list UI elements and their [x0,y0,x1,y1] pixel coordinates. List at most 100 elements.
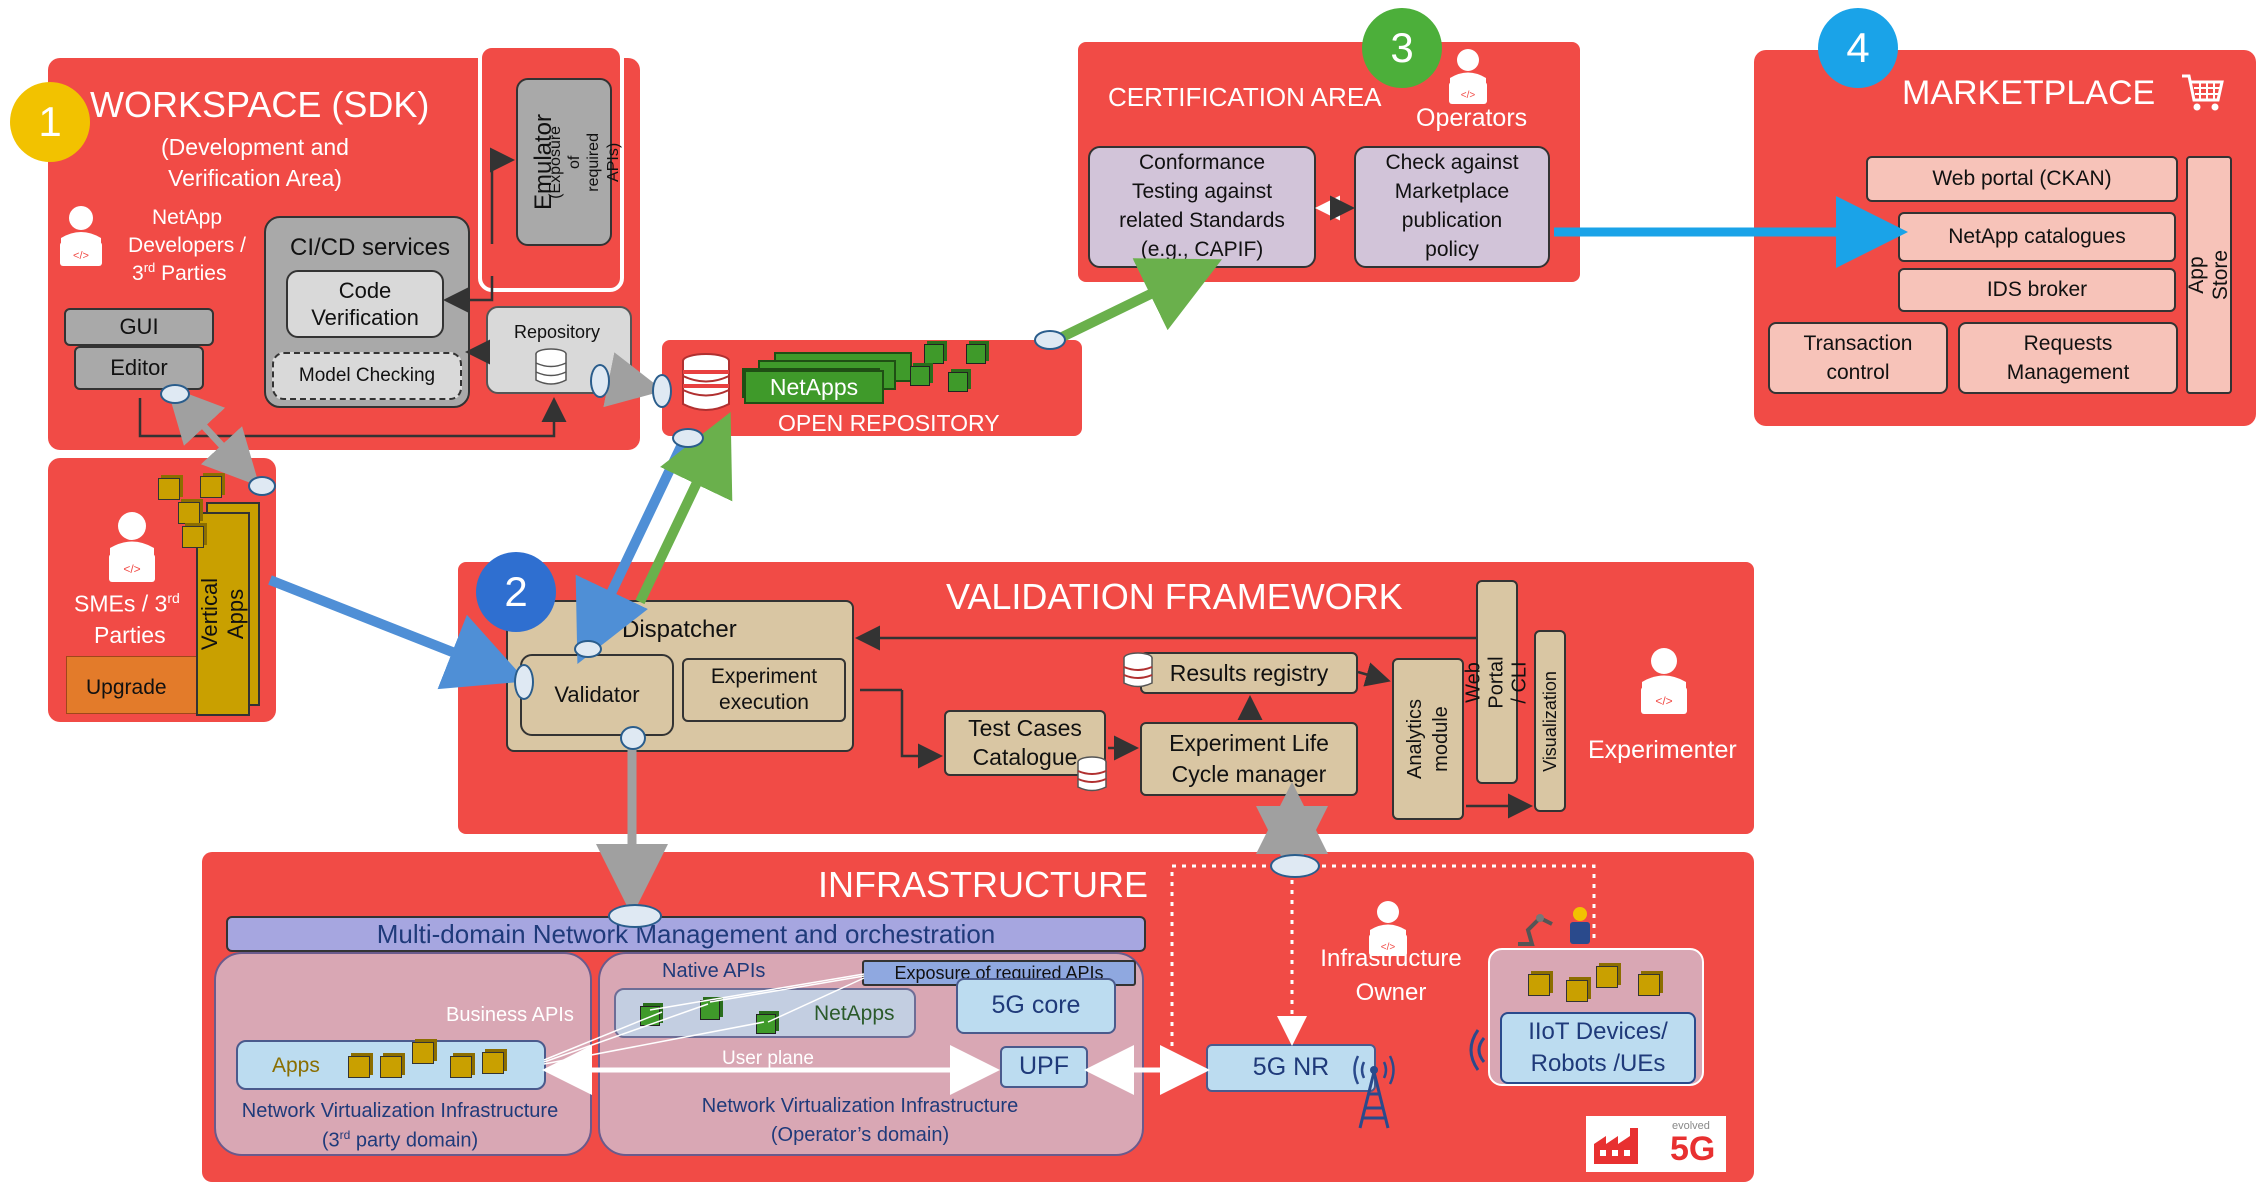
device-cube [1566,980,1588,1002]
workspace-subtitle: (Development and Verification Area) [161,134,349,192]
nvi-3rd-sublabel: (3rd party domain) [321,1128,479,1152]
factory-icon [1594,1128,1638,1164]
certification-title: CERTIFICATION AREA [1108,82,1382,112]
device-cube [1528,974,1550,996]
results-db-icon [1123,652,1153,688]
infrastructure-title: INFRASTRUCTURE [818,864,1148,905]
netapps-box[interactable]: NetApps [744,370,884,404]
developers-label: NetApp Developers / [128,206,246,258]
badge-1: 1 [10,82,90,162]
infra-owner-label: Infrastructure Owner [1320,945,1462,1006]
open-repository-title: OPEN REPOSITORY [778,410,1000,436]
netapp-cube [640,1006,660,1026]
app-store-box[interactable] [2186,156,2232,394]
5g-core-box[interactable]: 5G core [956,978,1116,1034]
web-portal-ckan-box[interactable]: Web portal (CKAN) [1866,156,2178,202]
smes-parties: Parties [94,622,166,648]
transaction-control-box[interactable]: Transaction control [1768,322,1948,394]
infra-netapps-label: NetApps [814,1002,895,1025]
antenna-tower-icon [1353,1055,1395,1129]
developer-icon: </> [60,206,102,266]
connector-port [248,476,276,496]
multidomain-orchestration-box[interactable]: Multi-domain Network Management and orch… [226,916,1146,952]
apps-label: Apps [272,1054,320,1077]
connector-port [1270,854,1320,878]
nvi-operator-label: Network Virtualization Infrastructure (O… [701,1095,1019,1146]
app-cube [450,1056,472,1078]
netapp-cube [948,372,968,392]
app-cube [412,1042,434,1064]
netapp-cube [966,344,986,364]
testcases-db-icon [1077,756,1107,792]
user-plane-label: User plane [722,1048,814,1069]
business-apis-label: Business APIs [446,1004,574,1026]
results-registry-box[interactable]: Results registry [1140,652,1358,694]
svg-text:</>: </> [123,562,140,576]
code-verification-box[interactable]: Code Verification [286,270,444,338]
emulator-box[interactable] [516,78,612,246]
app-cube [200,476,222,498]
netapp-cube [924,344,944,364]
cart-icon [2182,74,2224,111]
model-checking-box[interactable]: Model Checking [272,352,462,400]
badge-3: 3 [1362,8,1442,88]
requests-management-box[interactable]: Requests Management [1958,322,2178,394]
vertical-apps-label: Vertical Apps [197,577,248,651]
operators-label: Operators [1416,104,1528,132]
repository-label: Repository [514,322,601,342]
connector-port [574,640,602,658]
visualization-box[interactable] [1534,630,1566,812]
cicd-title: CI/CD services [290,234,451,261]
experimenter-label: Experimenter [1588,736,1737,764]
netapp-cube [756,1014,776,1034]
experiment-execution-box[interactable]: Experiment execution [682,658,846,722]
wireless-signal-icon [1469,1029,1486,1071]
editor-box[interactable]: Editor [74,346,204,390]
validation-title: VALIDATION FRAMEWORK [946,576,1403,617]
conformance-testing-box[interactable]: Conformance Testing against related Stan… [1088,146,1316,268]
web-portal-cli-box[interactable] [1476,580,1518,784]
workspace-title: WORKSPACE (SDK) [90,84,430,125]
netapp-catalogues-box[interactable]: NetApp catalogues [1898,212,2176,262]
emulator-sublabel: (Exposure of required APIs) [546,125,622,199]
upgrade-label: Upgrade [86,676,167,699]
app-cube [348,1056,370,1078]
analytics-module-box[interactable] [1392,658,1464,820]
logo-small-text: evolved [1672,1120,1710,1132]
connector-port [590,364,610,398]
vertical-apps-box[interactable] [196,512,250,716]
experiment-lifecycle-box[interactable]: Experiment Life Cycle manager [1140,722,1358,796]
app-store-label: App Store [2185,249,2233,301]
upf-box[interactable]: UPF [1000,1046,1088,1088]
app-cube [482,1052,504,1074]
iiot-devices-box[interactable]: IIoT Devices/ Robots /UEs [1500,1012,1696,1084]
operator-icon: </> [1449,49,1487,104]
developers-parties: 3rd Parties [132,260,227,285]
app-cube [182,526,204,548]
netapp-cube [910,366,930,386]
connector-port [160,384,190,404]
connector-port [672,428,704,448]
nvi-3rd-label: Network Virtualization Infrastructure [241,1100,559,1122]
gui-box[interactable]: GUI [64,308,214,346]
app-cube [178,502,200,524]
svg-text:</>: </> [1655,694,1672,708]
svg-text:</>: </> [73,250,89,262]
native-apis-label: Native APIs [662,960,766,982]
connector-port [620,726,646,750]
marketplace-policy-check-box[interactable]: Check against Marketplace publication po… [1354,146,1550,268]
validator-box[interactable]: Validator [520,654,674,736]
svg-text:</>: </> [1461,90,1476,101]
connector-port [514,664,534,700]
connector-port [652,374,672,408]
database-icon [535,348,567,385]
open-repo-database-icon [682,353,730,411]
ids-broker-box[interactable]: IDS broker [1898,268,2176,312]
connector-port [608,904,662,928]
app-cube [158,478,180,500]
marketplace-title: MARKETPLACE [1902,74,2156,112]
analytics-module-label: Analytics module [1404,698,1452,780]
logo-5g-text: 5G [1670,1130,1716,1168]
experimenter-icon: </> [1641,648,1687,714]
